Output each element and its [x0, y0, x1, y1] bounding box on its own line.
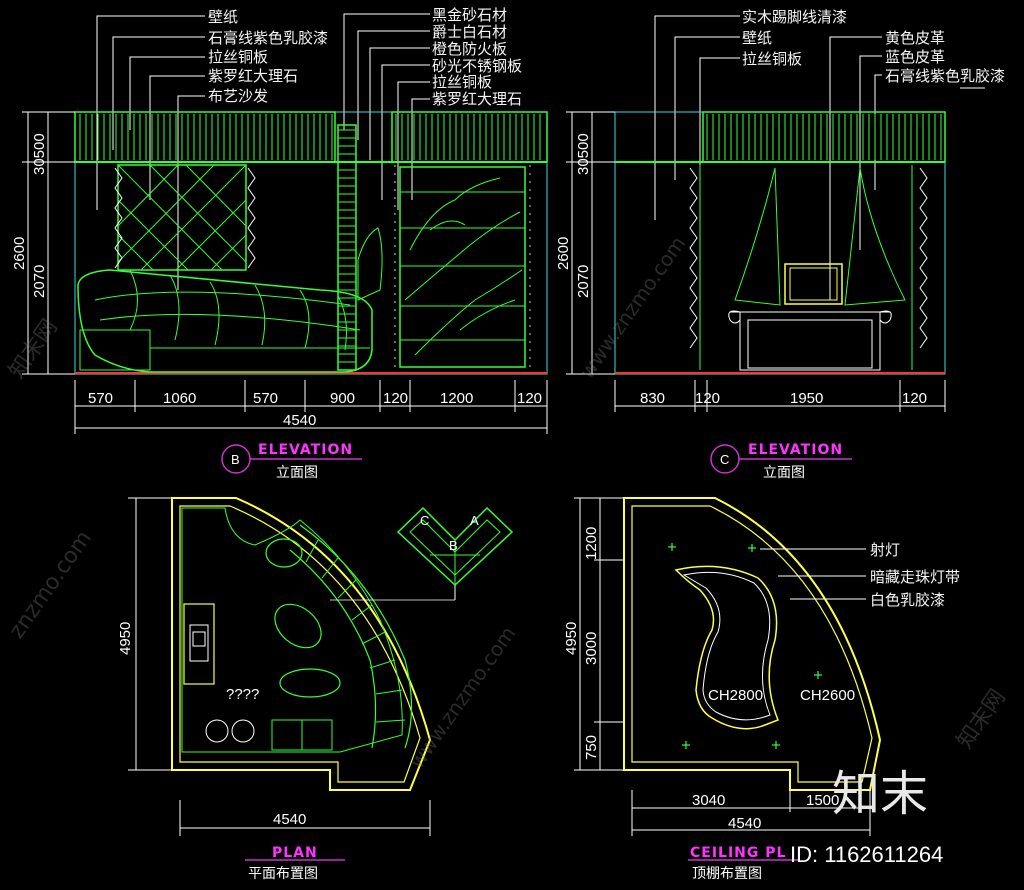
elevation-b: 壁纸 石膏线紫色乳胶漆 拉丝铜板 紫罗红大理石 布艺沙发 黑金砂石材 爵士白石材… — [11, 6, 548, 481]
label-gypsum-purple: 石膏线紫色乳胶漆 — [208, 29, 328, 47]
label-wallpaper: 壁纸 — [208, 8, 238, 26]
marker-c-letter: C — [720, 452, 729, 467]
floor-plan: ???? C A B 4950 4540 PLAN 平面布置图 — [117, 497, 514, 882]
elevation-c-title: ELEVATION — [748, 442, 843, 458]
plan-outer-wall — [171, 497, 432, 791]
elevation-b-subtitle: 立面图 — [276, 465, 318, 481]
watermark-site-1: znzmo.com — [4, 526, 96, 643]
dim-b-total: 4540 — [283, 412, 316, 429]
elevation-b-title: ELEVATION — [258, 442, 353, 458]
fabric-sofa — [77, 269, 373, 373]
dim-b-120b: 120 — [517, 390, 542, 407]
dim-ceiling-4540: 4540 — [728, 815, 761, 832]
label-spotlight: 射灯 — [870, 541, 900, 559]
key-letter-c: C — [420, 513, 429, 528]
watermark-site-2: www.znzmo.com — [404, 622, 520, 773]
dim-c-830: 830 — [640, 390, 665, 407]
leaders-right — [343, 13, 430, 210]
label-blue-leather: 蓝色皮革 — [885, 48, 945, 66]
brand-logo: 知末 — [832, 766, 928, 822]
dim-ceiling-4950: 4950 — [563, 622, 580, 655]
label-skirting: 实木踢脚线清漆 — [742, 8, 847, 26]
dim-ceiling-1200: 1200 — [583, 527, 600, 560]
dim-ceiling-1500: 1500 — [806, 792, 839, 809]
leaders-c — [654, 15, 985, 300]
dim-ceiling-3000: 3000 — [583, 632, 600, 665]
plan-dims — [128, 497, 431, 836]
label-black-gold: 黑金砂石材 — [432, 6, 507, 24]
marker-b-letter: B — [231, 452, 240, 467]
label-orange-board: 橙色防火板 — [432, 40, 507, 58]
label-yellow-leather: 黄色皮革 — [885, 29, 945, 47]
label-wallpaper-c: 壁纸 — [742, 29, 772, 47]
dim-ceiling-3040: 3040 — [692, 792, 725, 809]
dim-b-2600: 2600 — [11, 237, 28, 270]
dim-b-570b: 570 — [253, 390, 278, 407]
key-letter-a: A — [470, 513, 479, 528]
label-purple-marble-2: 紫罗红大理石 — [432, 90, 522, 108]
elevation-key: C A B — [330, 506, 514, 601]
plan-title: PLAN — [272, 845, 318, 861]
dim-plan-4540: 4540 — [273, 811, 306, 828]
dim-c-30500: 30500 — [575, 133, 592, 175]
dim-b-900: 900 — [330, 390, 355, 407]
dim-b-120a: 120 — [383, 390, 408, 407]
label-jazz-white: 爵士白石材 — [432, 23, 507, 41]
ceiling-title: CEILING PL — [690, 845, 786, 861]
label-copper-c: 拉丝铜板 — [742, 50, 802, 68]
dim-c-1950: 1950 — [790, 390, 823, 407]
ceiling-height-1: CH2800 — [708, 687, 763, 704]
label-brushed-copper: 拉丝铜板 — [208, 48, 268, 66]
b-horizontal-dims — [74, 380, 548, 434]
ceiling-height-2: CH2600 — [800, 687, 855, 704]
label-brushed-copper-2: 拉丝铜板 — [432, 73, 492, 91]
label-purple-marble: 紫罗红大理石 — [208, 67, 298, 85]
elevation-c: 实木踢脚线清漆 壁纸 拉丝铜板 黄色皮革 蓝色皮革 石膏线紫色乳胶漆 — [555, 8, 1005, 481]
leaders-left — [96, 15, 205, 290]
dim-c-2600: 2600 — [555, 237, 572, 270]
dim-b-1060: 1060 — [163, 390, 196, 407]
c-horizontal-dims — [614, 380, 946, 412]
dim-b-2070: 2070 — [31, 265, 48, 298]
dim-c-2070: 2070 — [575, 265, 592, 298]
label-gypsum-c: 石膏线紫色乳胶漆 — [885, 67, 1005, 85]
watermark-cn-1: 知末网 — [4, 315, 62, 383]
dim-ceiling-750: 750 — [583, 735, 600, 760]
dim-b-570a: 570 — [88, 390, 113, 407]
dim-b-30500: 30500 — [31, 133, 48, 175]
c-vertical-dims — [566, 111, 615, 375]
watermark-cn-2: 知末网 — [952, 685, 1010, 753]
ceiling-dims — [574, 497, 871, 836]
elevation-c-subtitle: 立面图 — [763, 465, 805, 481]
key-letter-b: B — [449, 538, 458, 553]
label-white-paint: 白色乳胶漆 — [870, 591, 945, 609]
dim-c-120b: 120 — [902, 390, 927, 407]
label-fabric-sofa: 布艺沙发 — [208, 87, 268, 105]
ceiling-plan: 射灯 暗藏走珠灯带 白色乳胶漆 CH2800 CH2600 1200 4950 … — [563, 497, 960, 882]
dim-plan-4950: 4950 — [117, 622, 134, 655]
ceiling-cove — [674, 565, 779, 730]
b-vertical-dims — [22, 111, 75, 375]
plan-subtitle: 平面布置图 — [248, 866, 318, 882]
dim-b-1200: 1200 — [440, 390, 473, 407]
label-steel-plate: 砂光不锈钢板 — [432, 57, 522, 75]
plan-unknown-label: ???? — [226, 686, 259, 703]
image-id: ID: 1162611264 — [790, 842, 943, 867]
ceiling-outer-wall — [623, 497, 882, 791]
label-hidden-led: 暗藏走珠灯带 — [870, 568, 960, 586]
ceiling-subtitle: 顶棚布置图 — [692, 866, 762, 882]
dim-c-120a: 120 — [695, 390, 720, 407]
